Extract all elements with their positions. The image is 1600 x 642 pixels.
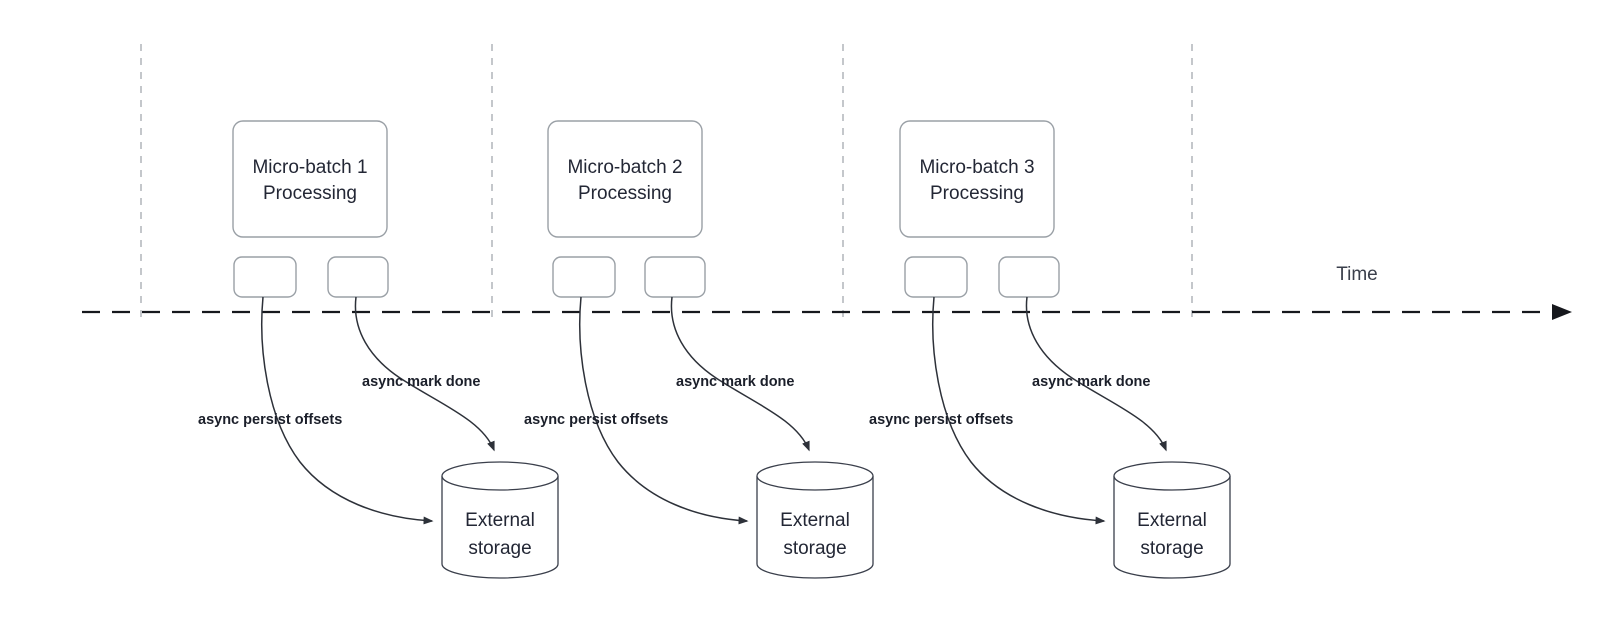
group-3: Micro-batch 3 Processing async persist o… (869, 120, 1231, 579)
micro-batch-1-label-line2: Processing (263, 183, 357, 204)
time-axis: Time (82, 264, 1572, 320)
micro-batch-3-rect[interactable] (899, 120, 1055, 238)
micro-batch-3-label-line2: Processing (930, 183, 1024, 204)
time-axis-label: Time (1336, 264, 1378, 285)
group-3-cylinder-top (1113, 461, 1231, 491)
micro-batch-1-box[interactable]: Micro-batch 1 Processing (232, 120, 388, 238)
group-3-cylinder-body (1113, 476, 1231, 579)
group-3-storage-label-line2: storage (1140, 538, 1203, 559)
group-1-external-storage-cylinder[interactable]: External storage (441, 461, 559, 579)
group-3-storage-label-line1: External (1137, 510, 1207, 531)
group-1: Micro-batch 1 Processing async persist o… (198, 120, 559, 579)
time-axis-arrowhead (1552, 304, 1572, 320)
group-1-mark-done-task-box[interactable] (327, 256, 389, 298)
micro-batch-1-rect[interactable] (232, 120, 388, 238)
micro-batch-3-label-line1: Micro-batch 3 (919, 157, 1034, 178)
micro-batch-3-box[interactable]: Micro-batch 3 Processing (899, 120, 1055, 238)
micro-batch-2-label-line1: Micro-batch 2 (567, 157, 682, 178)
group-1-async-persist-offsets-arrow (261, 296, 434, 525)
group-2-async-persist-offsets-arrow (579, 296, 749, 525)
group-1-cylinder-top (441, 461, 559, 491)
micro-batch-1-label-line1: Micro-batch 1 (252, 157, 367, 178)
group-3-async-mark-done-label: async mark done (1032, 374, 1150, 390)
group-1-async-persist-offsets-label: async persist offsets (198, 412, 342, 428)
group-2-storage-label-line1: External (780, 510, 850, 531)
group-3-async-persist-offsets-label: async persist offsets (869, 412, 1013, 428)
micro-batch-2-label-line2: Processing (578, 183, 672, 204)
group-3-persist-offsets-task-box[interactable] (904, 256, 968, 298)
group-2-async-mark-done-arrow (670, 296, 810, 452)
group-2-mark-done-task-box[interactable] (644, 256, 706, 298)
group-2-persist-offsets-task-box[interactable] (552, 256, 616, 298)
group-3-mark-done-task-box[interactable] (998, 256, 1060, 298)
group-1-async-mark-done-label: async mark done (362, 374, 480, 390)
group-3-async-persist-offsets-arrow (932, 296, 1106, 525)
group-2-cylinder-top (756, 461, 874, 491)
group-1-persist-offsets-task-box[interactable] (233, 256, 297, 298)
group-1-storage-label-line2: storage (468, 538, 531, 559)
group-2-external-storage-cylinder[interactable]: External storage (756, 461, 874, 579)
group-2: Micro-batch 2 Processing async persist o… (524, 120, 874, 579)
group-1-cylinder-body (441, 476, 559, 579)
group-3-async-mark-done-arrow (1025, 296, 1167, 452)
group-1-async-mark-done-arrow (354, 296, 495, 452)
group-2-storage-label-line2: storage (783, 538, 846, 559)
group-2-async-persist-offsets-label: async persist offsets (524, 412, 668, 428)
group-2-cylinder-body (756, 476, 874, 579)
tick-lines-group (140, 44, 1193, 324)
micro-batch-2-rect[interactable] (547, 120, 703, 238)
group-2-async-mark-done-label: async mark done (676, 374, 794, 390)
group-1-storage-label-line1: External (465, 510, 535, 531)
group-3-external-storage-cylinder[interactable]: External storage (1113, 461, 1231, 579)
micro-batch-2-box[interactable]: Micro-batch 2 Processing (547, 120, 703, 238)
